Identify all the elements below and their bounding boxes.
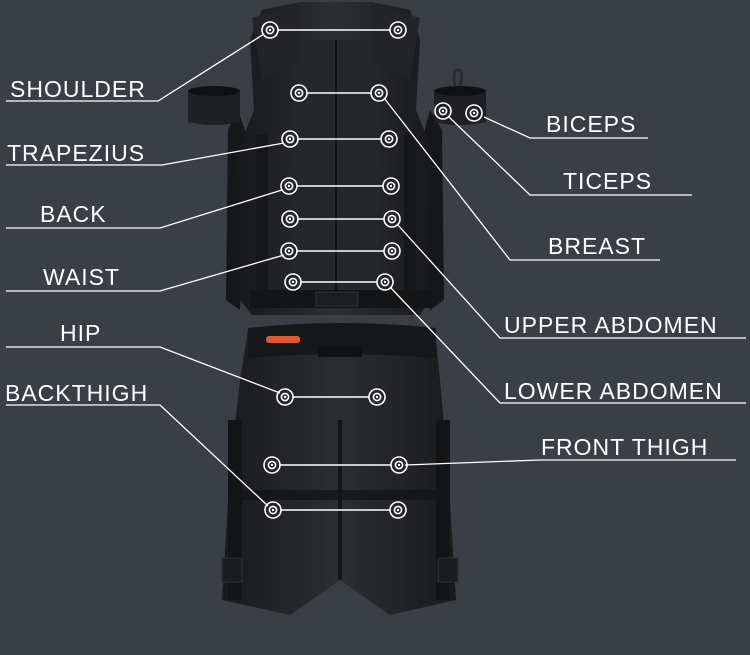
electrode-backthigh-right [389, 501, 407, 519]
leader-line-back [6, 189, 283, 229]
shorts-side-strap-left [228, 420, 242, 600]
armband-left-top [188, 86, 240, 96]
leader-line-backthigh [6, 404, 269, 507]
shorts-accent-stripe [266, 336, 300, 343]
vest-shoulder-left [252, 4, 300, 80]
armband-right-top [434, 86, 486, 96]
leader-line-triceps [448, 116, 692, 196]
electrode-hip-right [368, 388, 386, 406]
armband-left [188, 89, 240, 125]
vest-belt-buckle [315, 291, 359, 307]
label-lower-abdomen: LOWER ABDOMEN [504, 378, 723, 404]
armband-cable [452, 68, 464, 87]
label-breast: BREAST [548, 233, 647, 259]
leader-line-lower-abdomen [389, 286, 746, 404]
shorts [221, 323, 459, 615]
shorts-side-strap-right [436, 420, 450, 600]
leader-line-breast [383, 97, 660, 261]
electrode-biceps [465, 104, 483, 122]
shorts-buckle [437, 557, 459, 583]
leader-line-shoulder [6, 33, 265, 102]
electrode-upper-abdomen-right [383, 210, 401, 228]
vest-strap [256, 135, 268, 305]
leader-line-biceps [483, 116, 648, 139]
electrode-waist-right [383, 242, 401, 260]
electrode-upper-abdomen-left [281, 210, 299, 228]
leader-line-hip [6, 346, 281, 394]
electrode-front-thigh-left [263, 456, 281, 474]
label-trapezius: TRAPEZIUS [7, 140, 146, 166]
vest-shoulder-right [372, 4, 420, 80]
label-backthigh: BACKTHIGH [5, 380, 149, 406]
electrode-hip-left [276, 388, 294, 406]
vest [188, 2, 486, 315]
label-hip: HIP [60, 320, 102, 346]
electrode-shoulder-left [261, 21, 279, 39]
electrode-back-right [382, 177, 400, 195]
shorts-thigh-strap [236, 490, 446, 500]
leader-line-front-thigh [404, 459, 736, 466]
electrode-waist-left [280, 242, 298, 260]
shorts-buckle [221, 557, 243, 583]
electrode-shoulder-right [389, 21, 407, 39]
leader-line-waist [6, 254, 285, 292]
leader-lines [6, 33, 746, 507]
leader-line-upper-abdomen [396, 223, 746, 339]
label-waist: WAIST [43, 264, 120, 290]
leader-line-trapezius [6, 142, 285, 166]
electrode-breast-right [370, 84, 388, 102]
shorts-logo-patch [318, 347, 362, 357]
label-front-thigh: FRONT THIGH [541, 434, 709, 460]
electrode-breast-left [290, 84, 308, 102]
shorts-waistband [248, 323, 436, 358]
label-biceps: BICEPS [546, 111, 637, 137]
electrode-trapezius-left [281, 130, 299, 148]
electrode-backthigh-left [264, 501, 282, 519]
electrode-lower-abdomen-right [376, 273, 394, 291]
label-triceps: TICEPS [563, 168, 653, 194]
electrode-lower-abdomen-left [284, 273, 302, 291]
electrode-trapezius-right [380, 130, 398, 148]
label-back: BACK [40, 201, 107, 227]
vest-strap [404, 135, 416, 305]
label-shoulder: SHOULDER [10, 76, 146, 102]
electrode-back-left [280, 177, 298, 195]
label-upper-abdomen: UPPER ABDOMEN [504, 312, 718, 338]
electrode-pairs [261, 21, 483, 519]
electrode-triceps [434, 102, 452, 120]
